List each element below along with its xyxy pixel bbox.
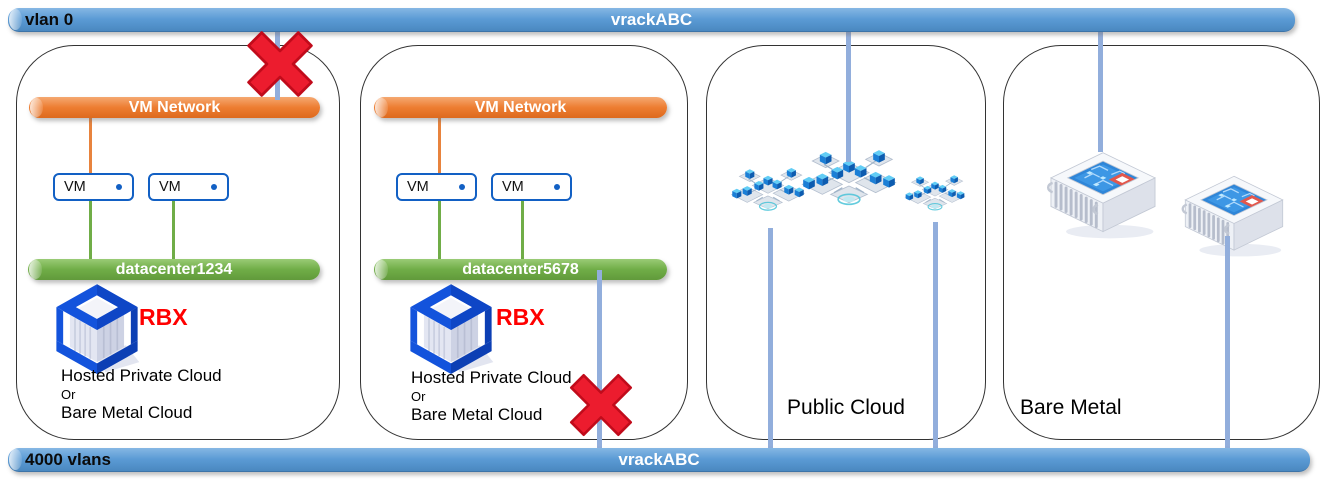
vlan0-label: vlan 0 [25,10,74,29]
blocked-connection-x-icon [566,370,636,440]
bare-metal-server-icon [1176,170,1292,258]
container-hosted-private-cloud-1: VM Network VM VM datacenter1234 RBX Host… [16,45,340,440]
container-bare-metal: Bare Metal [1003,45,1320,440]
vm-label: VM [159,179,181,195]
bar-cap [29,260,42,279]
datacenter-label: datacenter5678 [462,261,579,278]
vm-box: VM [148,173,229,201]
vm-box: VM [53,173,134,201]
bare-metal-label: Bare Metal [1020,396,1122,419]
bar-cap [9,449,22,470]
vm-network-link-line [438,118,441,173]
datacenter-link-line [521,201,524,259]
container-caption: Hosted Private Cloud Or Bare Metal Cloud [411,368,572,425]
bar-cap [375,98,388,117]
vm-box: VM [396,173,477,201]
caption-line: Hosted Private Cloud [411,368,572,387]
blocked-connection-x-icon [242,27,318,101]
connector-line-public-cloud-left-to-vrack [768,228,773,456]
datacenter-link-line [89,201,92,259]
rbx-datacenter-cube-icon [53,284,141,376]
vrack-bar-top: vlan 0 vrackABC [8,8,1295,32]
public-cloud-label: Public Cloud [787,396,905,419]
vm-network-label: VM Network [474,99,567,116]
connector-line-vrack-to-public-cloud [846,20,851,162]
connector-line-bare-metal-to-vrack [1225,236,1230,456]
4000-vlans-label: 4000 vlans [25,450,112,469]
connector-line-public-cloud-right-to-vrack [933,222,938,456]
datacenter-label: datacenter1234 [115,261,233,278]
vm-network-bar: VM Network [29,97,320,118]
container-hosted-private-cloud-2: VM Network VM VM datacenter5678 RBX Host… [360,45,688,440]
vrack-bottom-label: vrackABC [618,450,700,469]
vm-network-bar: VM Network [374,97,667,118]
vm-network-link-line [89,118,92,173]
caption-line: Hosted Private Cloud [61,366,222,385]
rbx-datacenter-cube-icon [407,284,495,376]
container-caption: Hosted Private Cloud Or Bare Metal Cloud [61,366,222,423]
vrack-bar-bottom: 4000 vlans vrackABC [8,448,1310,472]
bar-cap [9,9,22,30]
vm-network-label: VM Network [128,99,221,116]
connector-line-dc2-to-vrack [597,270,602,455]
vm-box: VM [491,173,572,201]
caption-line: Or [411,388,426,404]
vm-status-dot-icon [459,184,465,190]
vm-status-dot-icon [116,184,122,190]
vm-status-dot-icon [211,184,217,190]
caption-line: Or [61,386,76,402]
datacenter-bar: datacenter1234 [28,259,320,280]
bar-cap [30,98,43,117]
region-label: RBX [496,304,545,330]
cloud-cluster-icon [729,164,807,220]
vm-label: VM [64,179,86,195]
datacenter-link-line [438,201,441,259]
bar-cap [375,260,388,279]
datacenter-link-line [172,201,175,259]
cloud-cluster-icon [903,172,967,218]
region-label: RBX [139,304,188,330]
vm-label: VM [407,179,429,195]
caption-line: Bare Metal Cloud [411,404,543,424]
vm-status-dot-icon [554,184,560,190]
caption-line: Bare Metal Cloud [61,402,193,422]
vm-label: VM [502,179,524,195]
connector-line-vrack-to-bare-metal [1098,20,1103,152]
datacenter-bar: datacenter5678 [374,259,667,280]
vrack-top-label: vrackABC [610,10,693,29]
bare-metal-server-icon [1042,146,1164,240]
